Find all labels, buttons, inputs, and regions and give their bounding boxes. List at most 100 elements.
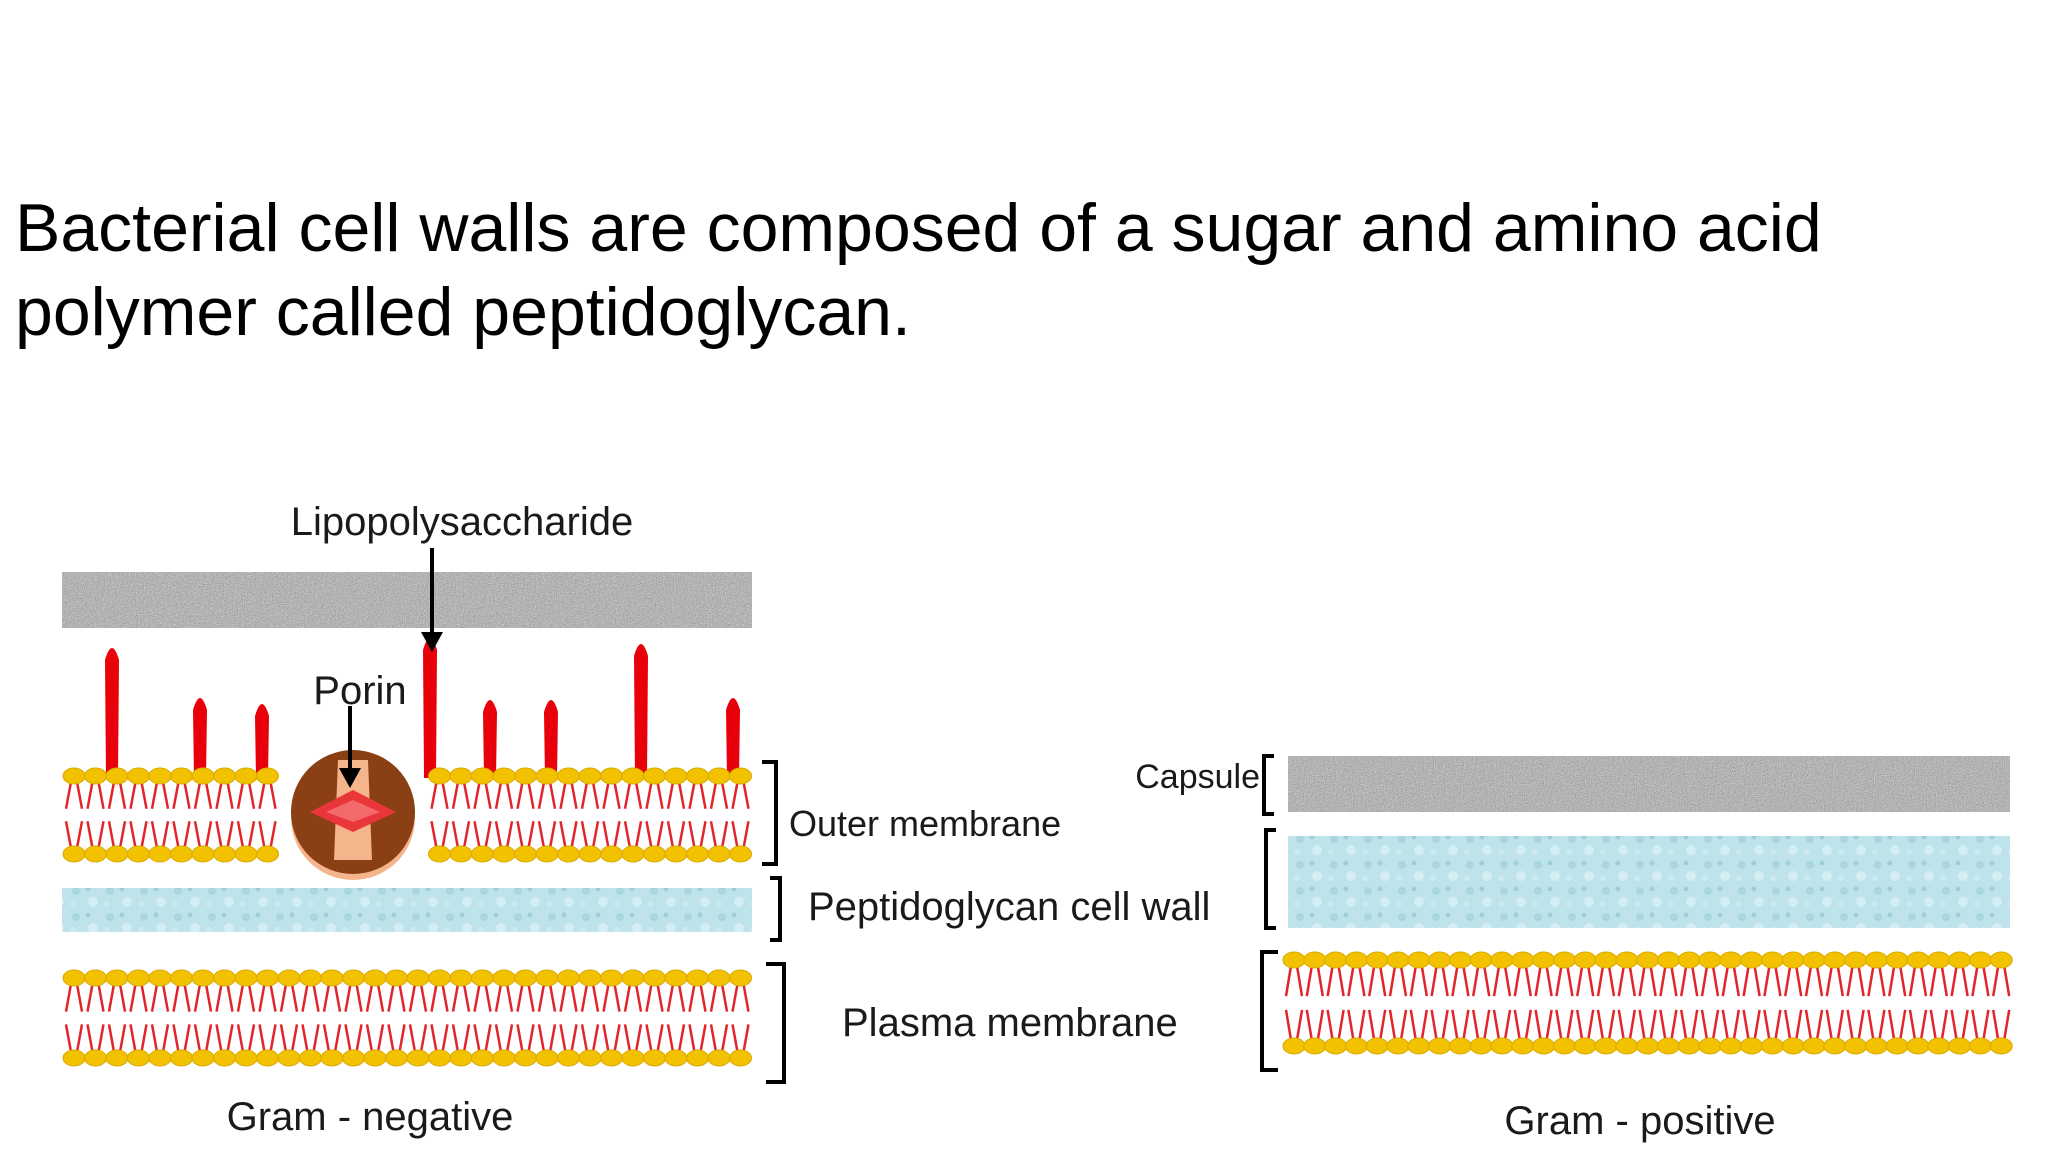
lipid-tail [645, 1024, 653, 1053]
lipid-tail [365, 983, 374, 1012]
lipid-tail [1295, 1009, 1304, 1041]
lipid-tail [86, 821, 94, 849]
lipid-tail [193, 1024, 202, 1053]
lipid-tail [1961, 965, 1969, 997]
lps-spike [634, 644, 648, 778]
lipid-head [406, 1049, 430, 1067]
lipid-tail [709, 1024, 718, 1053]
lipid-tail [580, 821, 589, 849]
lipid-tail [236, 1024, 245, 1053]
lipid-tail [1649, 965, 1657, 997]
lipid-head [234, 1049, 258, 1067]
lipid-head [127, 767, 150, 785]
lipid-tail [247, 781, 256, 809]
lipid-tail [462, 1024, 471, 1053]
lipid-head [105, 767, 129, 785]
lipid-tail [484, 781, 492, 809]
lipid-head [1303, 1037, 1327, 1055]
lipid-head [664, 767, 688, 785]
lipid-tail [86, 1024, 94, 1053]
lipid-tail [2002, 965, 2011, 997]
lipid-tail [204, 821, 213, 849]
lipid-tail [1409, 1009, 1418, 1041]
lipid-tail [656, 983, 664, 1012]
lipid-tail [64, 983, 73, 1012]
lipid-tail [720, 983, 729, 1012]
lipid-tail [193, 821, 202, 849]
lipid-tail [1575, 965, 1584, 997]
lipid-head [578, 767, 602, 785]
lipid-tail [430, 821, 438, 849]
lipid-tail [1825, 965, 1834, 997]
lipid-head [514, 767, 537, 785]
lipid-tail [1462, 965, 1470, 997]
lipid-tail [1534, 1009, 1542, 1041]
lipid-tail [1451, 965, 1459, 997]
porin-arrow-head [339, 768, 361, 788]
lipid-tail [1316, 1009, 1325, 1041]
lipopolysaccharide-label: Lipopolysaccharide [291, 500, 633, 544]
lipid-tail [97, 821, 105, 849]
lipid-head [1844, 951, 1868, 969]
lipid-tail [666, 821, 675, 849]
lipid-tail [1326, 1009, 1334, 1041]
lipid-head [643, 1049, 666, 1067]
lipid-tail [1887, 1009, 1896, 1041]
lipid-head [535, 1049, 559, 1067]
lipid-tail [312, 1024, 320, 1053]
lipid-tail [1721, 1009, 1730, 1041]
lipid-tail [484, 821, 492, 849]
lipid-tail [623, 781, 632, 809]
lipid-head [148, 845, 172, 863]
lps-spike [193, 698, 207, 778]
lipid-tail [1358, 965, 1366, 997]
lipid-tail [699, 983, 707, 1012]
lipid-tail [1679, 965, 1688, 997]
lipid-head [535, 969, 559, 987]
lipid-head [621, 767, 645, 785]
lipid-tail [570, 821, 578, 849]
lipid-head [664, 845, 688, 863]
lipid-head [600, 1049, 623, 1067]
lipid-tail [1596, 965, 1605, 997]
lipid-head [557, 767, 580, 785]
lipid-head [170, 1049, 193, 1067]
lipid-tail [161, 1024, 170, 1053]
lipid-head [256, 845, 279, 863]
lipid-tail [494, 1024, 503, 1053]
lipid-head [535, 845, 559, 863]
lipid-tail [441, 821, 449, 849]
lipid-tail [1399, 1009, 1408, 1041]
lipid-tail [398, 983, 406, 1012]
lipid-tail [1857, 965, 1865, 997]
lipid-tail [677, 1024, 686, 1053]
lipid-tail [236, 781, 245, 809]
lipid-head [729, 767, 752, 785]
lipid-head [1407, 951, 1431, 969]
lipid-head [1428, 951, 1452, 969]
lipid-tail [559, 983, 567, 1012]
lipid-head [1927, 951, 1951, 969]
lipid-tail [613, 983, 621, 1012]
heading-line-2: polymer called peptidoglycan. [15, 274, 911, 350]
lipid-tail [269, 1024, 277, 1053]
lipid-tail [1575, 1009, 1584, 1041]
lipid-tail [623, 983, 632, 1012]
lipid-head [234, 845, 258, 863]
lps-spikes [105, 638, 740, 778]
lipid-tail [634, 983, 643, 1012]
lipid-tail [1982, 965, 1990, 997]
lipid-tail [204, 1024, 213, 1053]
lipid-tail [1513, 1009, 1522, 1041]
lipid-head [1552, 1037, 1576, 1055]
lipid-tail [1878, 965, 1886, 997]
outer-membrane-label: Outer membrane [789, 803, 1061, 844]
lipid-tail [1586, 965, 1595, 997]
lipid-tail [1950, 965, 1958, 997]
lipid-tail [1857, 1009, 1865, 1041]
peptidoglycan-thin-layer [62, 888, 752, 932]
lipid-tail [1846, 965, 1854, 997]
peptidoglycan-label: Peptidoglycan cell wall [808, 885, 1210, 929]
lipid-head [1885, 1037, 1909, 1055]
lipid-head [84, 969, 107, 987]
